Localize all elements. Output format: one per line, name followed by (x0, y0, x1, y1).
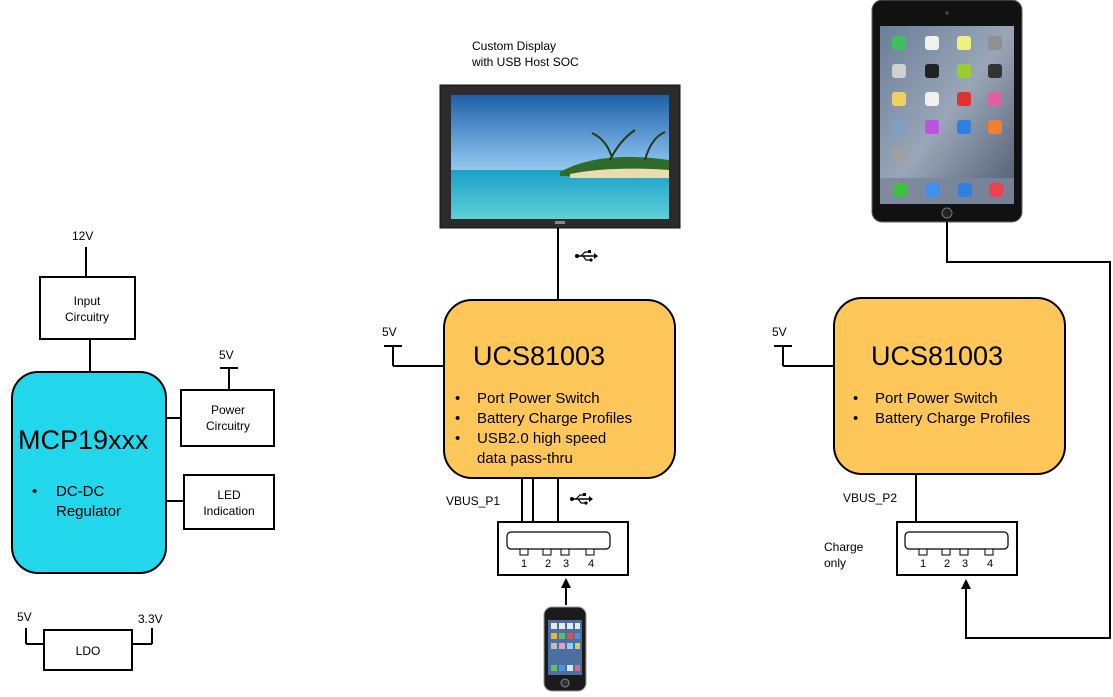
p2-pin-2: 2 (944, 558, 950, 570)
p2-bullet-2: Battery Charge Profiles (875, 410, 1030, 427)
label-ldo-5v: 5V (17, 610, 32, 624)
usb-connector-p2: 1 2 3 4 (896, 521, 1018, 576)
label-ldo-3v3: 3.3V (138, 612, 163, 626)
svg-text:•: • (455, 430, 460, 447)
display-caption-line1: Custom Display (472, 39, 556, 53)
display-monitor-image (439, 84, 681, 229)
p1-pin-4: 4 (588, 558, 594, 570)
ldo-box (43, 629, 133, 671)
ucs81003-p1-title: UCS81003 (473, 341, 605, 371)
svg-text:•: • (455, 410, 460, 427)
ucs81003-p1-block (443, 299, 676, 479)
usb-connector-p1: 1 2 3 4 (497, 521, 629, 576)
p1-bullet-2: Battery Charge Profiles (477, 410, 632, 427)
label-power-5v: 5V (219, 348, 234, 362)
p1-pin-1: 1 (521, 558, 527, 570)
charge-only-line2: only (824, 556, 846, 570)
ldo-label: LDO (76, 644, 101, 658)
p2-pin-4: 4 (987, 558, 993, 570)
svg-text:•: • (853, 410, 858, 427)
p2-pin-3: 3 (962, 558, 968, 570)
ucs81003-p2-title: UCS81003 (871, 341, 1003, 371)
led-indication-box (183, 474, 275, 530)
usb-icon (575, 250, 598, 262)
input-circuitry-box (39, 276, 136, 340)
mcp-bullet-line1: DC-DC (56, 483, 104, 500)
p1-bullet-3: USB2.0 high speed (477, 430, 606, 447)
mcp19xxx-title: MCP19xxx (18, 425, 149, 455)
middle-section: Custom Display with USB Host SOC 5V (382, 39, 681, 692)
ucs81003-p2-block (833, 297, 1066, 475)
label-12v: 12V (72, 229, 93, 243)
svg-text:•: • (853, 390, 858, 407)
iphone-image (543, 606, 587, 692)
input-circuitry-line2: Circuitry (65, 310, 109, 324)
svg-text:•: • (32, 483, 37, 500)
mcp19xxx-block (11, 371, 167, 574)
p2-pin-1: 1 (920, 558, 926, 570)
display-caption-line2: with USB Host SOC (471, 55, 579, 69)
power-circuitry-line2: Circuitry (206, 419, 250, 433)
p1-bullet-3-cont: data pass-thru (477, 450, 573, 467)
label-middle-5v: 5V (382, 325, 397, 339)
power-circuitry-box (180, 389, 275, 447)
led-indication-line1: LED (217, 488, 241, 502)
input-circuitry-line1: Input (74, 294, 101, 308)
ipad-image (871, 0, 1023, 223)
label-right-5v: 5V (772, 325, 787, 339)
p1-pin-2: 2 (545, 558, 551, 570)
svg-text:•: • (455, 390, 460, 407)
p2-bullet-1: Port Power Switch (875, 390, 998, 407)
left-section: 12V Input Circuitry MCP19xxx • DC-DC Reg… (11, 229, 275, 671)
power-circuitry-line1: Power (211, 403, 245, 417)
label-vbus-p1: VBUS_P1 (446, 494, 500, 508)
mcp-bullet-line2: Regulator (56, 503, 121, 520)
p1-bullet-1: Port Power Switch (477, 390, 600, 407)
label-vbus-p2: VBUS_P2 (843, 491, 897, 505)
led-indication-line2: Indication (203, 504, 254, 518)
right-section: 5V UCS81003 • Port Power Switch • Batter… (772, 0, 1111, 639)
p1-pin-3: 3 (563, 558, 569, 570)
charge-only-line1: Charge (824, 540, 864, 554)
usb-icon-p1 (570, 493, 593, 505)
